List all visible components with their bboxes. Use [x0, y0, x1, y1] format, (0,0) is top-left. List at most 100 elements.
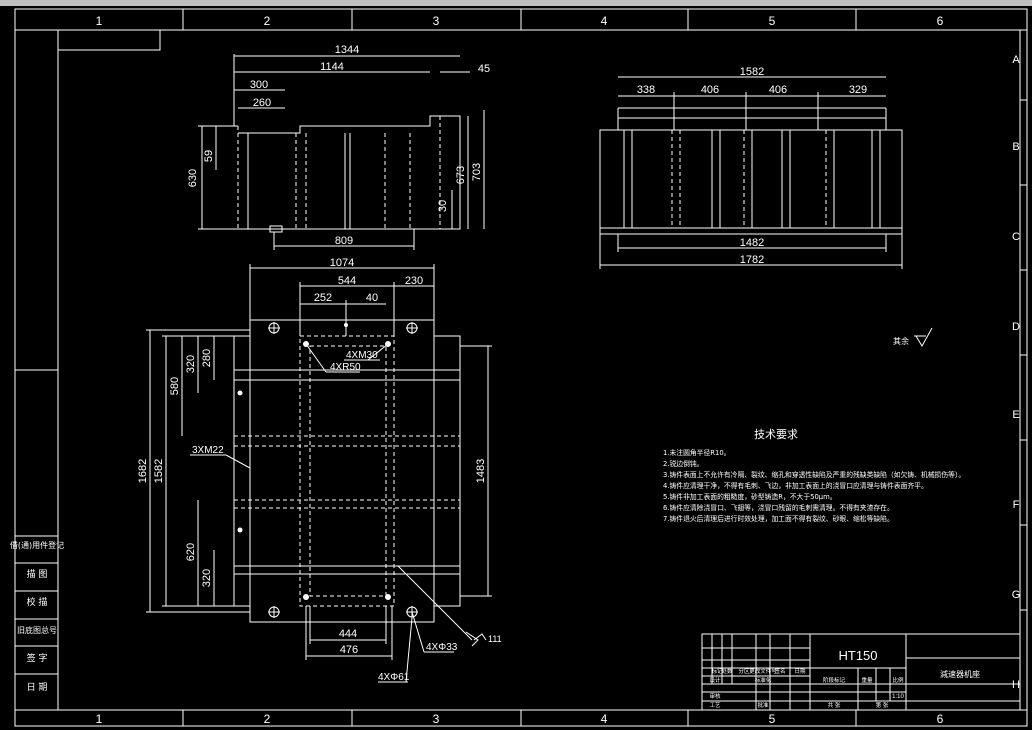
side-registration-table: 借(通)用件登记 描 图 校 描 旧底图总号 签 字 日 期	[10, 535, 64, 711]
grid-row-f: F	[1013, 499, 1020, 511]
dim-703: 703	[471, 163, 483, 181]
surface-note-label: 其余	[893, 336, 909, 346]
side-item-2: 描 图	[27, 568, 48, 580]
dim-59: 59	[203, 150, 215, 162]
grid-row-e: E	[1012, 409, 1019, 421]
side-item-4: 旧底图总号	[17, 625, 57, 635]
dim-329: 329	[849, 84, 867, 96]
tb-process: 工艺	[709, 702, 721, 709]
dim-809: 809	[335, 235, 353, 247]
dim-45: 45	[478, 63, 490, 75]
tb-weight: 重量	[861, 676, 873, 684]
dim-252: 252	[314, 292, 332, 304]
dim-230: 230	[405, 275, 423, 287]
plan-view: 1074 544 230 252 40 444 476 1682 1582 58…	[137, 257, 502, 683]
dim-476: 476	[340, 644, 358, 656]
callout-111: 111	[488, 634, 502, 644]
grid-col-6-bottom: 6	[937, 712, 944, 726]
tech-title: 技术要求	[754, 428, 798, 441]
tech-line-3: 3.铸件表面上不允许有冷隔、裂纹、缩孔和穿透性缺陷及严重的残缺类缺陷（如欠铸、机…	[663, 470, 965, 479]
part-name: 減速器机座	[940, 669, 980, 679]
tb-label-sign: 签名	[774, 667, 785, 675]
technical-requirements: 技术要求 1.未注圆角半径R10。 2.锐边倒钝。 3.铸件表面上不允许有冷隔、…	[663, 428, 965, 523]
dim-1482: 1482	[740, 237, 764, 249]
grid-col-3-top: 3	[433, 14, 440, 28]
dim-1344: 1344	[335, 44, 359, 56]
tb-label-count: 处数	[721, 667, 733, 675]
dim-620: 620	[185, 543, 197, 561]
tb-designer: 设计	[709, 676, 721, 684]
dim-320-top: 320	[185, 355, 197, 373]
tb-approve: 批准	[757, 701, 769, 709]
dim-1582-plan: 1582	[153, 459, 165, 483]
grid-row-a: A	[1012, 54, 1020, 66]
side-item-1: 借(通)用件登记	[10, 540, 64, 550]
tb-sheet: 第 张	[876, 701, 889, 709]
tb-standard: 标准化	[755, 676, 772, 684]
dim-406-a: 406	[701, 84, 719, 96]
dim-630: 630	[187, 169, 199, 187]
tb-review: 审核	[709, 692, 721, 700]
tech-line-4: 4.铸件应清理干净，不得有毛刺、飞边，非加工表面上的浇冒口应清理与铸件表面齐平。	[663, 481, 928, 490]
callout-4xd61: 4XΦ61	[378, 672, 410, 683]
outer-border	[14, 8, 1028, 727]
dim-1144: 1144	[320, 61, 344, 73]
side-item-6: 日 期	[27, 682, 48, 693]
dim-544: 544	[338, 275, 356, 287]
window-top-strip	[0, 0, 1032, 6]
dim-300: 300	[250, 79, 268, 91]
tb-scale: 比例	[892, 676, 904, 684]
dim-320-bottom: 320	[201, 569, 213, 587]
tb-label-mark: 标记	[711, 667, 723, 675]
tech-line-2: 2.锐边倒钝。	[663, 459, 703, 468]
side-item-3: 校 描	[27, 596, 48, 608]
grid-col-4-bottom: 4	[601, 712, 608, 726]
grid-col-5-top: 5	[769, 14, 776, 28]
dim-1782: 1782	[740, 254, 764, 266]
title-block: HT150 減速器机座 标记 处数 分区 更改文件号 签名 日期 设计 标准化 …	[701, 633, 1021, 711]
material-label: HT150	[838, 648, 877, 663]
grid-row-g: G	[1012, 589, 1021, 601]
callout-4xd33: 4XΦ33	[426, 642, 458, 653]
grid-col-5-bottom: 5	[769, 712, 776, 726]
dim-260: 260	[253, 97, 271, 109]
dim-1582-side: 1582	[740, 66, 764, 78]
tb-label-date: 日期	[794, 668, 806, 675]
tb-stage: 阶段标记	[823, 676, 846, 684]
grid-row-c: C	[1012, 231, 1020, 243]
row-dividers	[15, 99, 1027, 611]
dim-673: 673	[455, 166, 467, 184]
grid-col-2-bottom: 2	[264, 712, 271, 726]
tb-scale-value: 1:10	[892, 694, 904, 700]
grid-row-h: H	[1012, 679, 1020, 691]
tech-line-7: 7.铸件退火后清理后进行时效处理，加工面不得有裂纹、砂眼、缩松等缺陷。	[663, 514, 894, 523]
grid-col-1-top: 1	[96, 14, 103, 28]
reference-box	[57, 29, 161, 51]
grid-col-3-bottom: 3	[433, 712, 440, 726]
callout-4xr50: 4XR50	[330, 362, 361, 373]
dim-280: 280	[201, 349, 213, 367]
grid-col-4-top: 4	[601, 14, 608, 28]
front-elevation-view: 1344 1144 45 300 260 630 59 673 703 30 8…	[187, 44, 490, 250]
grid-col-2-top: 2	[264, 14, 271, 28]
callout-4xm30: 4XM30	[346, 350, 378, 361]
dim-444: 444	[339, 628, 357, 640]
surface-finish-note: 其余	[893, 327, 933, 347]
dim-580: 580	[169, 377, 181, 395]
grid-row-b: B	[1012, 141, 1019, 153]
dim-1483: 1483	[475, 459, 487, 483]
dim-40: 40	[366, 292, 378, 304]
grid-row-d: D	[1012, 321, 1020, 333]
tb-label-change: 更改文件号	[749, 667, 777, 675]
side-item-5: 签 字	[27, 652, 48, 664]
callout-3xm22: 3XM22	[192, 445, 224, 456]
tech-line-5: 5.铸件非加工表面的粗糙度，砂型铸造R，不大于50μm。	[663, 492, 837, 501]
grid-col-6-top: 6	[937, 14, 944, 28]
tech-line-6: 6.铸件应清除浇冒口、飞翅等，浇冒口残留的毛刺需清理。不得有夹渣存在。	[663, 503, 894, 512]
grid-col-1-bottom: 1	[96, 712, 103, 726]
dim-338: 338	[637, 84, 655, 96]
dim-1682: 1682	[137, 459, 149, 483]
tb-label-zone: 分区	[738, 667, 750, 675]
tb-sheets: 共 张	[828, 701, 841, 709]
